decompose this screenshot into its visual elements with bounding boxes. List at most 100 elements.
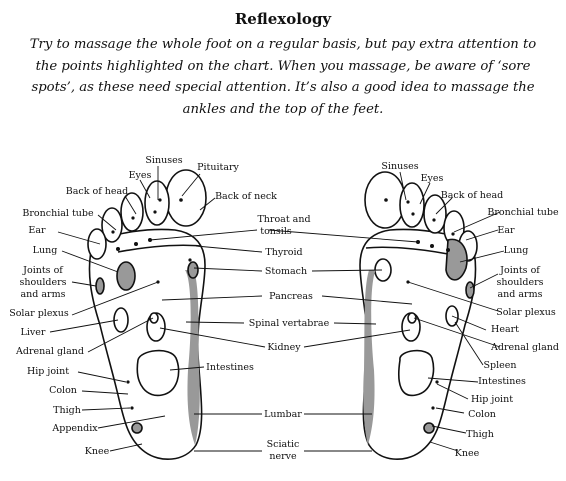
intro-text: Try to massage the whole foot on a regul… — [29, 37, 537, 117]
right-colon-dot — [431, 406, 435, 410]
right-toe-3 — [423, 194, 447, 234]
label-sciatic-1: Sciatic — [267, 439, 300, 450]
label-lung-right: Lung — [504, 245, 529, 256]
label-joints-left-1: Joints of — [22, 265, 64, 276]
left-adrenal-zone — [149, 312, 159, 324]
left-intestine-zone — [136, 349, 180, 397]
left-labels: Sinuses Pituitary Eyes Back of head Back… — [9, 155, 277, 457]
label-joints-right-2: shoulders — [497, 277, 544, 288]
left-sinus-dot — [158, 198, 162, 202]
label-kidney: Kidney — [267, 342, 301, 353]
label-joints-left-3: and arms — [21, 289, 66, 300]
label-lung-left: Lung — [33, 245, 58, 256]
left-foot-outline — [88, 228, 206, 460]
left-appendix-zone — [131, 422, 143, 434]
right-toe-2 — [399, 182, 425, 228]
leader-lines — [49, 166, 505, 452]
label-knee-right: Knee — [455, 448, 480, 459]
label-pituitary: Pituitary — [197, 162, 239, 173]
right-spine-zone — [363, 270, 376, 445]
label-heart: Heart — [491, 324, 519, 335]
label-sciatic-2: nerve — [269, 451, 297, 462]
left-sinus-dot — [153, 210, 157, 214]
label-spinal-vertabrae: Spinal vertabrae — [249, 318, 330, 329]
label-knee-left: Knee — [85, 446, 110, 457]
label-spleen: Spleen — [484, 360, 517, 371]
label-appendix: Appendix — [51, 423, 98, 434]
label-bronchial-tube-left: Bronchial tube — [22, 208, 94, 219]
left-ear-dot — [116, 247, 120, 251]
right-joint-zone — [465, 281, 475, 299]
left-colon-dot — [130, 406, 134, 410]
label-eyes-right: Eyes — [421, 173, 444, 184]
label-adrenal-gland-left: Adrenal gland — [15, 346, 84, 357]
label-thyroid: Thyroid — [265, 247, 302, 258]
right-colon-dot — [435, 380, 439, 384]
right-intestine-zone — [398, 349, 435, 397]
label-intestines-center: Intestines — [206, 362, 254, 373]
right-zone-line — [365, 246, 449, 255]
label-ear-left: Ear — [28, 225, 46, 236]
label-ear-right: Ear — [497, 225, 515, 236]
label-solar-plexus-left: Solar plexus — [9, 308, 69, 319]
label-thigh-left: Thigh — [53, 405, 81, 416]
label-back-of-neck: Back of neck — [215, 191, 277, 202]
left-pituitary-dot — [179, 198, 183, 202]
label-throat-1: Throat and — [257, 214, 310, 225]
left-sinus-dot — [131, 216, 135, 220]
right-sinus-dot — [411, 212, 415, 216]
label-joints-right-3: and arms — [498, 289, 543, 300]
label-stomach: Stomach — [265, 266, 307, 277]
left-toe-5 — [87, 228, 107, 260]
right-sinus-dot — [432, 218, 436, 222]
left-joint-zone — [95, 277, 105, 295]
right-adrenal-zone — [407, 312, 417, 324]
left-spine-zone — [185, 270, 200, 445]
right-sinus-dot — [406, 200, 410, 204]
left-toe-2 — [144, 180, 170, 226]
left-liver-zone — [113, 307, 129, 333]
left-thyroid-zone — [187, 261, 199, 279]
right-labels: Sinuses Eyes Back of head Bronchial tube… — [381, 161, 559, 459]
label-joints-right-1: Joints of — [499, 265, 541, 276]
label-lumbar: Lumbar — [264, 409, 302, 420]
label-eyes-left: Eyes — [129, 170, 152, 181]
left-foot — [87, 169, 207, 460]
left-sinus-dot — [111, 230, 115, 234]
left-toe-4 — [101, 207, 123, 243]
center-labels: Throat and tonsils Thyroid Stomach Pancr… — [206, 214, 329, 462]
right-foot — [359, 171, 478, 460]
right-head-dot — [384, 198, 388, 202]
left-zone-line — [117, 244, 201, 253]
label-back-of-head-left: Back of head — [66, 186, 128, 197]
left-toe-big — [165, 169, 207, 227]
right-sinus-dot — [451, 232, 455, 236]
left-colon-dot — [188, 258, 192, 262]
diagram-title: Reflexology — [234, 10, 332, 28]
label-hip-joint-right: Hip joint — [471, 394, 513, 405]
label-sinuses-left: Sinuses — [145, 155, 182, 166]
right-foot-outline — [359, 228, 477, 460]
label-hip-joint-left: Hip joint — [27, 366, 69, 377]
label-intestines-right: Intestines — [478, 376, 526, 387]
right-knee-zone — [423, 422, 435, 434]
label-pancreas: Pancreas — [269, 291, 313, 302]
label-liver: Liver — [21, 327, 46, 338]
label-bronchial-tube-right: Bronchial tube — [487, 207, 559, 218]
left-colon-dot — [126, 380, 130, 384]
label-solar-plexus-right: Solar plexus — [496, 307, 556, 318]
label-back-of-head-right: Back of head — [441, 190, 503, 201]
left-lung-zone — [116, 261, 136, 291]
label-adrenal-gland-right: Adrenal gland — [490, 342, 559, 353]
label-thigh-right: Thigh — [466, 429, 494, 440]
label-colon-right: Colon — [468, 409, 496, 420]
label-throat-2: tonsils — [260, 226, 292, 237]
left-eye-dot — [134, 242, 138, 246]
label-joints-left-2: shoulders — [20, 277, 67, 288]
label-colon-left: Colon — [49, 385, 77, 396]
right-ear-dot — [446, 248, 450, 252]
right-lung-zone — [445, 238, 468, 281]
label-sinuses-right: Sinuses — [381, 161, 418, 172]
right-eye-dot — [430, 244, 434, 248]
